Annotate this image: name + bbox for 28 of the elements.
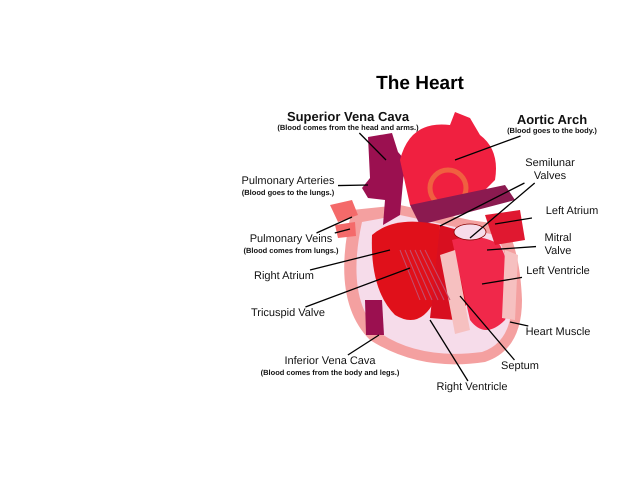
part-name: Pulmonary Arteries <box>240 175 336 188</box>
part-name: Mitral Valve <box>544 232 572 258</box>
leader-line <box>305 267 410 308</box>
part-name: Heart Muscle <box>524 326 592 339</box>
part-name: Left Atrium <box>544 205 600 218</box>
leader-line <box>486 246 536 251</box>
part-name: Semilunar Valves <box>524 157 576 183</box>
part-name: Right Atrium <box>253 270 315 283</box>
leader-line <box>454 135 521 161</box>
leader-line <box>334 228 350 234</box>
leader-line <box>316 216 352 234</box>
part-name: Inferior Vena Cava <box>283 355 377 368</box>
leader-line <box>429 320 468 382</box>
part-name: Right Ventricle <box>436 381 508 394</box>
part-name: Left Ventricle <box>525 265 591 278</box>
part-name: Aortic Arch <box>516 113 588 126</box>
leader-line <box>310 249 390 271</box>
leader-line <box>510 321 528 327</box>
leader-line <box>338 184 368 186</box>
part-name: Superior Vena Cava <box>286 110 410 123</box>
leader-line <box>470 182 536 238</box>
leader-line <box>348 334 380 356</box>
part-name: Pulmonary Veins <box>248 233 334 246</box>
part-name: Septum <box>500 360 540 373</box>
diagram-title: The Heart <box>375 73 465 95</box>
leader-line <box>482 276 522 285</box>
leader-line <box>440 182 525 227</box>
part-name: Tricuspid Valve <box>250 307 326 320</box>
